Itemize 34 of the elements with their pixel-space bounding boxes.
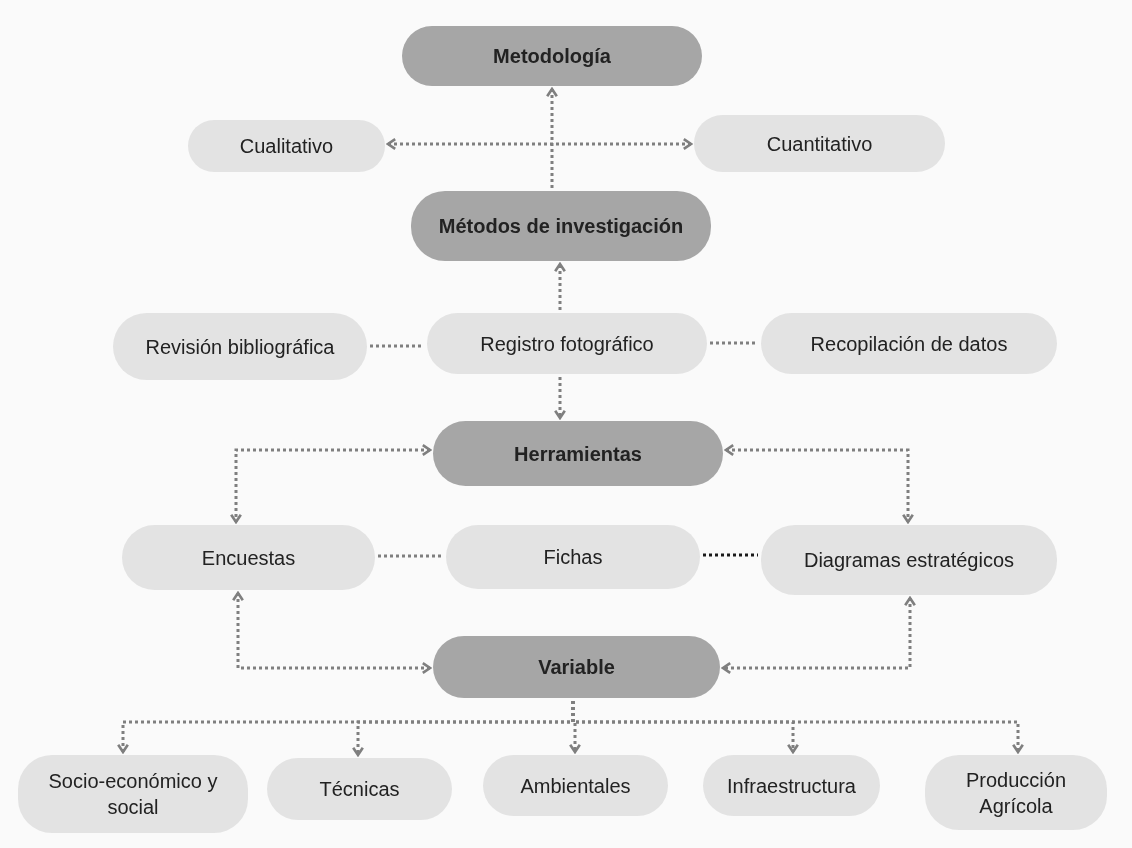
- dotted-arrow: [545, 87, 559, 188]
- category-pill: [402, 26, 702, 86]
- node-label: Encuestas: [201, 545, 296, 571]
- dotted-arrow: [721, 596, 917, 675]
- dotted-arrow: [231, 591, 432, 675]
- node-label: Ambientales: [520, 773, 631, 799]
- node-label: Registro fotográfico: [480, 331, 654, 357]
- dotted-connector: [370, 344, 424, 348]
- dotted-arrow: [386, 137, 693, 151]
- dotted-arrow: [571, 701, 1025, 754]
- item-pill: [694, 115, 945, 172]
- dotted-arrow: [553, 262, 567, 310]
- node-label: Técnicas: [319, 777, 400, 802]
- node-label: Metodología: [493, 44, 611, 69]
- node-label: Variable: [538, 655, 615, 680]
- dotted-connector: [378, 554, 443, 558]
- dotted-connector: [710, 341, 758, 345]
- node-label: Fichas: [543, 545, 603, 570]
- item-pill: [18, 755, 248, 833]
- dotted-arrow: [553, 377, 567, 420]
- node-label: Recopilación de datos: [810, 331, 1008, 357]
- dotted-arrow: [229, 443, 432, 524]
- node-label: Cualitativo: [239, 134, 334, 159]
- node-label: Herramientas: [514, 441, 642, 467]
- node-label: Cuantitativo: [766, 131, 873, 157]
- item-pill: [188, 120, 385, 172]
- node-label: Métodos de investigación: [438, 214, 684, 239]
- node-label: Producción Agrícola: [964, 767, 1068, 819]
- dotted-connector: [703, 553, 758, 557]
- node-label: Diagramas estratégicos: [803, 548, 1015, 573]
- node-label: Infraestructura: [727, 773, 856, 799]
- node-label: Revisión bibliográfica: [145, 334, 335, 360]
- node-label: Socio-económico y social: [47, 769, 219, 820]
- dotted-arrow: [724, 443, 915, 524]
